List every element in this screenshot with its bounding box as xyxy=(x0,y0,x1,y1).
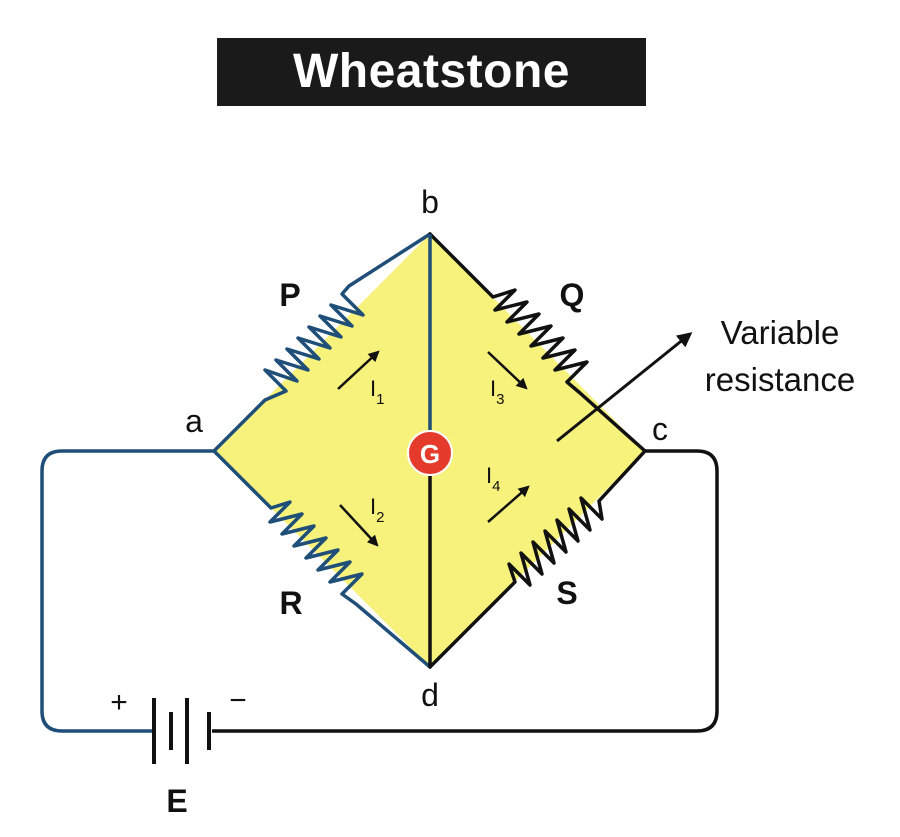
current-label-1-base: I xyxy=(370,376,376,401)
resistor-label-q: Q xyxy=(560,277,585,313)
node-label-d: d xyxy=(421,677,439,713)
external-wire-left xyxy=(40,449,214,733)
battery-plus-sign: + xyxy=(110,686,128,719)
arm-a-d-with-resistor-r xyxy=(212,449,432,669)
node-label-c: c xyxy=(652,411,668,447)
current-label-1-sub: 1 xyxy=(376,391,384,408)
current-label-4-sub: 4 xyxy=(492,478,500,495)
external-wire-right xyxy=(212,449,719,733)
node-label-b: b xyxy=(421,184,439,220)
current-arrow-1 xyxy=(337,350,380,390)
current-arrow-3 xyxy=(487,351,528,390)
battery-label: E xyxy=(166,783,187,819)
node-label-a: a xyxy=(185,403,203,439)
current-label-3-base: I xyxy=(490,376,496,401)
galvanometer-label: G xyxy=(420,439,440,469)
battery-symbol xyxy=(152,698,211,764)
variable-resistance-label-line1: Variable xyxy=(721,314,840,351)
galvanometer-symbol xyxy=(407,430,453,476)
resistor-label-p: P xyxy=(279,277,300,313)
current-label-2: I2 xyxy=(370,494,384,526)
current-label-3-sub: 3 xyxy=(496,391,504,408)
current-label-2-base: I xyxy=(370,494,376,519)
diagram-title: Wheatstone bridge xyxy=(217,38,646,166)
current-label-4: I4 xyxy=(486,463,500,495)
resistor-label-r: R xyxy=(279,585,302,621)
resistor-label-s: S xyxy=(556,575,577,611)
current-label-2-sub: 2 xyxy=(376,509,384,526)
current-label-3: I3 xyxy=(490,376,504,408)
current-arrow-4 xyxy=(487,485,530,523)
variable-resistance-label-line2: resistance xyxy=(705,361,855,398)
variable-resistance-arrow xyxy=(556,332,693,443)
arm-d-c-with-resistor-s xyxy=(428,449,647,669)
current-arrow-2 xyxy=(339,504,379,547)
current-label-1: I1 xyxy=(370,376,384,408)
arm-a-b-with-resistor-p xyxy=(212,232,432,453)
battery-minus-sign: − xyxy=(229,684,247,717)
current-label-4-base: I xyxy=(486,463,492,488)
arm-b-c-with-resistor-q xyxy=(428,232,647,453)
